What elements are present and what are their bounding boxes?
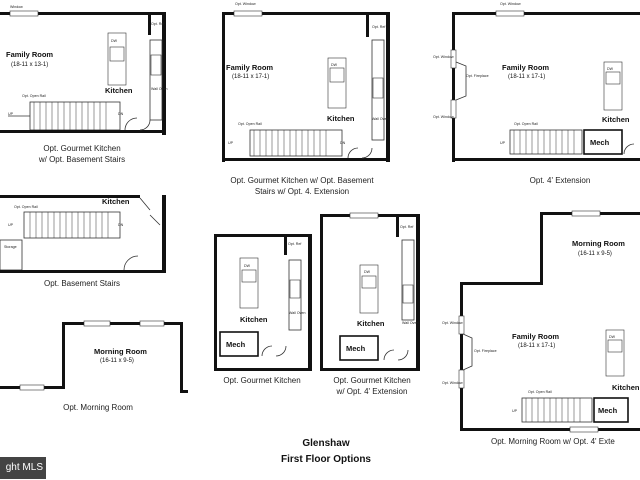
family-room-dims: (18-11 x 17-1) [508, 74, 545, 80]
opt-open-rail-label: Opt. Open Rail [22, 94, 46, 98]
opt-window-label-left: Opt. Window [442, 321, 463, 325]
caption-plan-6: Opt. Gourmet Kitchen [333, 376, 410, 385]
sheet-title: Glenshaw [302, 438, 349, 449]
mech-label: Mech [226, 340, 246, 349]
opt-window-label: Opt. Window [500, 2, 521, 6]
caption-plan-3: Opt. 4' Extension [530, 176, 591, 185]
plan-gourmet-kitchen: Kitchen Mech DW Opt. Ref Wall Oven Opt. … [214, 234, 312, 385]
caption-plan-6-line2: w/ Opt. 4' Extension [336, 387, 408, 396]
kitchen-label: Kitchen [327, 114, 355, 123]
mech-label: Mech [346, 344, 366, 353]
dn-label: DN [118, 223, 124, 227]
up-label: UP [8, 223, 14, 227]
caption-plan-1-line2: w/ Opt. Basement Stairs [38, 155, 125, 164]
kitchen-label: Kitchen [102, 197, 130, 206]
opt-window-label-left-2: Opt. Window [433, 115, 454, 119]
wall-oven-label: Wall Oven [372, 117, 388, 121]
family-room-dims: (18-11 x 17-1) [232, 74, 269, 80]
opt-window-label: Opt. Window [235, 2, 256, 6]
plan-morning-room: Morning Room (16-11 x 9-5) Opt. Morning … [0, 320, 188, 412]
morning-room-dims: (16-11 x 9-5) [578, 251, 612, 257]
wall-oven-label: Wall Oven [402, 321, 418, 325]
sheet-subtitle: First Floor Options [281, 454, 371, 465]
opt-ref-label: Opt. Ref [372, 25, 385, 29]
family-room-label: Family Room [512, 332, 559, 341]
family-room-label: Family Room [6, 50, 53, 59]
opt-fireplace-label: Opt. Fireplace [466, 74, 489, 78]
dw-label: DW [607, 67, 614, 71]
family-room-label: Family Room [226, 63, 273, 72]
dn-label: DN [340, 141, 346, 145]
opt-open-rail-label: Opt. Open Rail [514, 122, 538, 126]
kitchen-label: Kitchen [240, 315, 268, 324]
wall-oven-label: Wall Oven [151, 87, 167, 91]
opt-ref-label: Opt. Ref [400, 225, 413, 229]
dw-label: DW [364, 270, 371, 274]
up-label: UP [8, 112, 14, 116]
opt-fireplace-label: Opt. Fireplace [474, 349, 497, 353]
kitchen-label: Kitchen [105, 86, 133, 95]
plan-gourmet-kitchen-extension: Kitchen Mech DW Opt. Ref Wall Oven Opt. … [320, 212, 420, 396]
caption-plan-5: Opt. Gourmet Kitchen [223, 376, 300, 385]
dw-label: DW [331, 63, 338, 67]
mech-label: Mech [598, 406, 618, 415]
kitchen-label: Kitchen [357, 319, 385, 328]
wall-oven-label: Wall Oven [289, 311, 305, 315]
opt-open-rail-label: Opt. Open Rail [528, 390, 552, 394]
kitchen-label: Kitchen [612, 383, 640, 392]
opt-open-rail-label: Opt. Open Rail [238, 122, 262, 126]
caption-plan-7: Opt. Morning Room [63, 403, 133, 412]
up-label: UP [512, 409, 518, 413]
window-label: Window [10, 5, 23, 9]
storage-label: Storage [4, 245, 17, 249]
caption-plan-2-line2: Stairs w/ Opt. 4. Extension [255, 187, 349, 196]
morning-room-dims: (16-11 x 9-5) [100, 358, 134, 364]
opt-ref-label: Opt. Ref [288, 242, 301, 246]
dw-label: DW [244, 264, 251, 268]
mls-watermark: ght MLS [0, 457, 46, 479]
opt-ref-label: Opt. Ref [151, 22, 164, 26]
caption-plan-1: Opt. Gourmet Kitchen [43, 144, 120, 153]
opt-window-label-left-2: Opt. Window [442, 381, 463, 385]
up-label: UP [500, 141, 506, 145]
plan-morning-room-extension: Morning Room (16-11 x 9-5) Family Room (… [442, 210, 640, 446]
up-label: UP [228, 141, 234, 145]
opt-window-label-left: Opt. Window [433, 55, 454, 59]
morning-room-label: Morning Room [94, 347, 147, 356]
morning-room-label: Morning Room [572, 239, 625, 248]
mech-label: Mech [590, 138, 610, 147]
dw-label: DW [111, 39, 118, 43]
dn-label: DN [118, 112, 124, 116]
dw-label: DW [609, 335, 616, 339]
caption-plan-2: Opt. Gourmet Kitchen w/ Opt. Basement [230, 176, 374, 185]
family-room-label: Family Room [502, 63, 549, 72]
plan-gourmet-kitchen-basement-stairs: Family Room (18-11 x 13-1) Kitchen DW Op… [0, 5, 167, 164]
family-room-dims: (18-11 x 17-1) [518, 343, 555, 349]
family-room-dims: (18-11 x 13-1) [11, 62, 48, 68]
kitchen-label: Kitchen [602, 115, 630, 124]
plan-basement-stairs: Kitchen Opt. Open Rail Storage UP DN Opt… [0, 195, 166, 288]
opt-open-rail-label: Opt. Open Rail [14, 205, 38, 209]
caption-plan-8: Opt. Morning Room w/ Opt. 4' Exte [491, 437, 615, 446]
caption-plan-4: Opt. Basement Stairs [44, 279, 120, 288]
plan-gourmet-kitchen-stairs-extension: Family Room (18-11 x 17-1) Kitchen DW Op… [222, 2, 390, 196]
plan-4ft-extension: Family Room (18-11 x 17-1) Kitchen Mech … [433, 2, 640, 185]
